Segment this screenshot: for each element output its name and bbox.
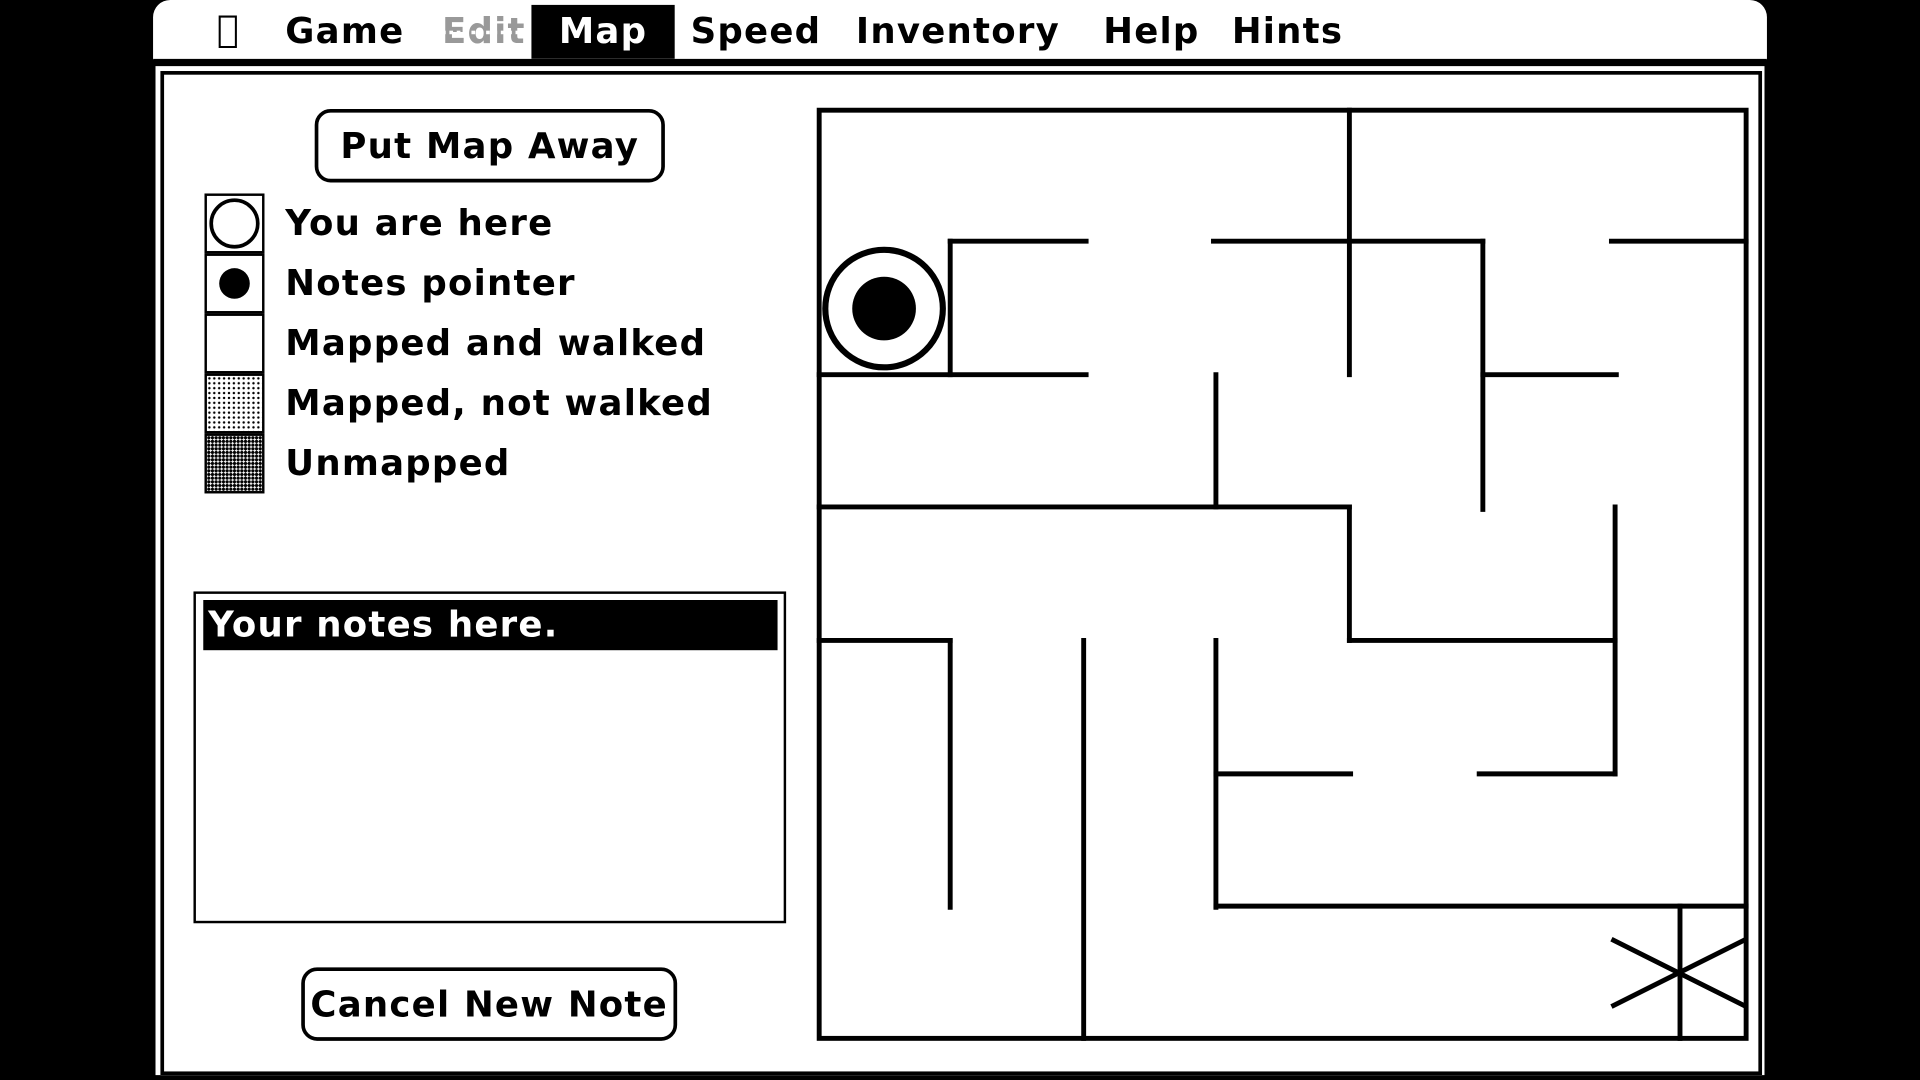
notes-pointer-swatch [204, 253, 265, 314]
menu-inventory[interactable]: Inventory [855, 9, 1060, 52]
apple-icon[interactable]:  [202, 5, 255, 59]
legend-label: Mapped, not walked [285, 382, 713, 424]
legend-label: Unmapped [285, 442, 511, 484]
menu-hints[interactable]: Hints [1231, 9, 1344, 52]
menu-help[interactable]: Help [1103, 9, 1200, 52]
mapped-walked-swatch [204, 313, 265, 374]
notes-textarea[interactable]: Your notes here. [193, 591, 787, 924]
you-are-here-swatch [204, 193, 265, 254]
notes-selected-text[interactable]: Your notes here. [203, 600, 778, 651]
legend-label: Notes pointer [285, 262, 576, 304]
mapped-not-walked-swatch [204, 373, 265, 434]
unmapped-swatch [204, 433, 265, 494]
put-map-away-button[interactable]: Put Map Away [314, 108, 665, 183]
menu-map[interactable]: Map [531, 4, 675, 59]
menu-bar:  Game Edit Map Speed Inventory Help Hin… [153, 0, 1767, 62]
menu-game[interactable]: Game [285, 9, 405, 52]
cancel-new-note-button[interactable]: Cancel New Note [301, 967, 678, 1041]
legend-label: Mapped and walked [285, 322, 707, 364]
menu-edit[interactable]: Edit [442, 9, 526, 52]
open-circle-icon [209, 198, 260, 249]
legend-label: You are here [285, 202, 554, 244]
menu-speed[interactable]: Speed [690, 9, 822, 52]
filled-dot-icon [219, 268, 250, 299]
